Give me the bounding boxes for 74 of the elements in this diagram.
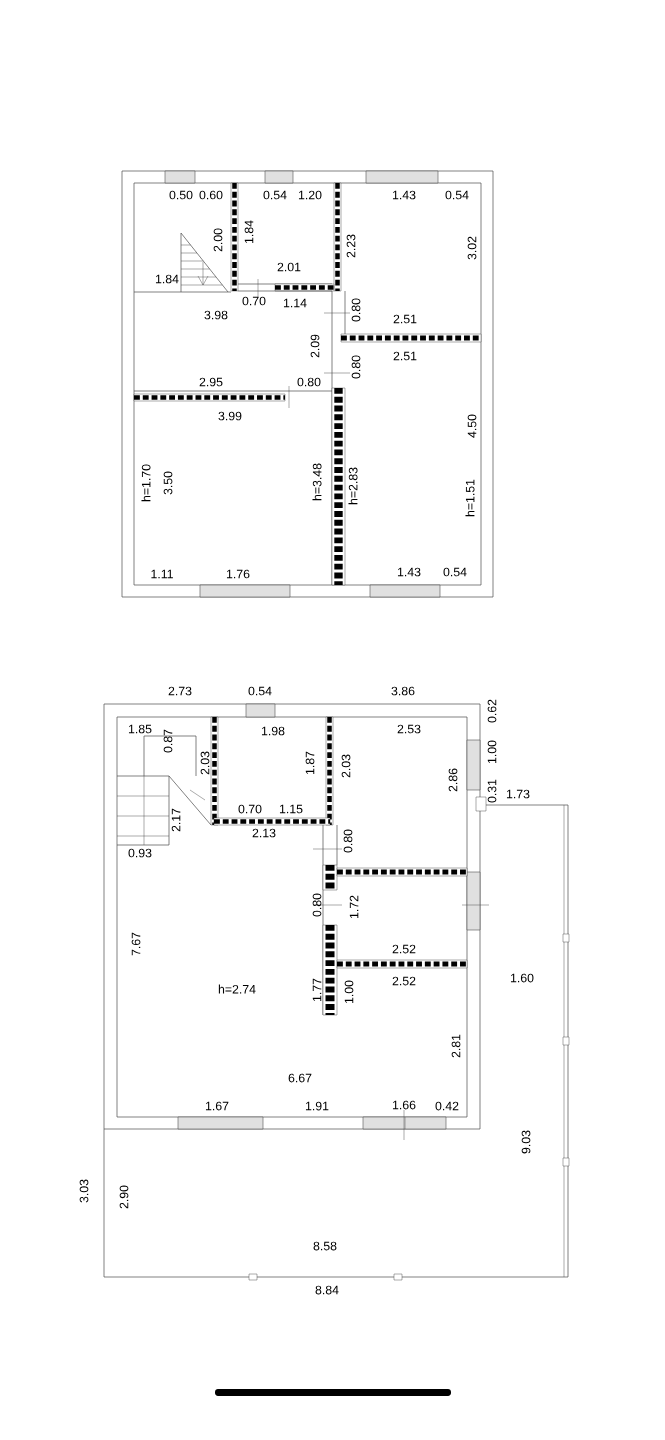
dimension-label: 2.51 [393, 351, 417, 361]
dimension-label: 7.67 [131, 932, 141, 956]
dimension-label: 3.03 [79, 1179, 89, 1203]
dimension-label: 8.84 [315, 1285, 339, 1295]
dimension-label: 2.81 [451, 1034, 461, 1058]
dimension-label: 2.51 [393, 314, 417, 324]
dimension-label: 1.67 [205, 1101, 229, 1111]
dimension-label: 1.00 [344, 980, 354, 1004]
dimension-label: 0.54 [445, 190, 469, 200]
dimension-label: 2.52 [392, 944, 416, 954]
dimension-label: h=2.74 [218, 984, 256, 994]
dimension-label: 3.86 [391, 686, 415, 696]
dimension-label: 1.00 [487, 740, 497, 764]
dimension-label: 0.50 [169, 190, 193, 200]
dimension-label: 0.80 [312, 893, 322, 917]
dimension-label: h=1.70 [141, 464, 151, 502]
dimension-label: 1.76 [226, 569, 250, 579]
dimension-label: 0.70 [242, 296, 266, 306]
dimension-label: 0.54 [248, 686, 272, 696]
dimension-label: 1.11 [151, 569, 173, 579]
dimension-label: 0.62 [487, 699, 497, 723]
dimension-label: 0.80 [351, 355, 361, 379]
dimension-label: 0.54 [443, 567, 467, 577]
dimension-label: 6.67 [288, 1073, 312, 1083]
dimension-label: 1.43 [397, 567, 421, 577]
dimension-label: 1.15 [279, 804, 303, 814]
dimension-label: 0.80 [343, 829, 353, 853]
dimension-label: 2.23 [346, 234, 356, 258]
dimension-label: 2.73 [168, 686, 192, 696]
dimension-label: 1.87 [305, 751, 315, 775]
dimension-label: 8.58 [313, 1241, 337, 1251]
dimension-label: 1.85 [128, 724, 152, 734]
dimension-label: 2.95 [199, 377, 223, 387]
dimension-label: 0.31 [487, 779, 497, 803]
dimension-label: 2.17 [171, 808, 181, 832]
dimension-label: 2.90 [119, 1185, 129, 1209]
dimension-label: 1.77 [312, 978, 322, 1002]
dimension-label: 3.50 [163, 471, 173, 495]
dimension-label: 2.03 [200, 751, 210, 775]
dimension-label: 1.91 [305, 1101, 329, 1111]
dimension-label: h=1.51 [465, 479, 475, 517]
dimension-label: h=3.48 [312, 463, 322, 501]
dimension-label: 1.20 [298, 190, 322, 200]
dimension-label: 0.93 [128, 848, 152, 858]
dimension-label: 1.14 [283, 298, 307, 308]
dimension-label: 0.42 [435, 1101, 459, 1111]
dimension-label: 2.52 [392, 976, 416, 986]
dimension-label: 3.98 [204, 310, 228, 320]
dimension-label: 0.70 [238, 804, 262, 814]
dimension-label: 2.13 [252, 828, 276, 838]
dimension-label: 2.00 [213, 228, 223, 252]
dimension-label: 2.86 [448, 768, 458, 792]
dimension-label: 2.53 [397, 724, 421, 734]
dimension-label: 1.73 [506, 789, 530, 799]
dimension-label: 0.80 [297, 377, 321, 387]
dimension-label: 1.98 [261, 726, 285, 736]
dimension-label: 1.72 [349, 895, 359, 919]
dimension-label: 0.60 [199, 190, 223, 200]
dimension-label: 1.43 [392, 190, 416, 200]
dimension-label: 3.99 [218, 411, 242, 421]
dimension-label: 1.84 [155, 274, 179, 284]
dimension-label: 0.87 [163, 729, 173, 753]
dimension-label: 2.09 [310, 334, 320, 358]
dimension-label: h=2.83 [348, 467, 358, 505]
dimension-label: 1.60 [510, 973, 534, 983]
dimension-label: 2.01 [277, 262, 301, 272]
dimension-label: 4.50 [467, 414, 477, 438]
dimension-label: 1.66 [392, 1100, 416, 1110]
dimension-label: 1.84 [244, 220, 254, 244]
dimension-label: 3.02 [467, 236, 477, 260]
dimension-label: 2.03 [341, 754, 351, 778]
dimension-label: 0.54 [263, 190, 287, 200]
dimension-label: 0.80 [351, 298, 361, 322]
dimension-label: 9.03 [521, 1130, 531, 1154]
